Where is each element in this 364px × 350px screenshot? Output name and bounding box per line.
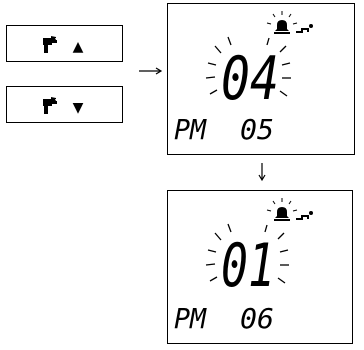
hour-down-button-graphic: ▼ — [43, 97, 84, 116]
right-arrow-icon — [139, 67, 163, 75]
faucet-icon — [43, 97, 57, 114]
hour-up-button[interactable]: ▲ — [6, 25, 123, 62]
blink-rays — [205, 223, 289, 284]
lcd-display-before-graphic: 04 PM 05 — [174, 11, 313, 146]
water-drop-icon — [296, 24, 313, 33]
alarm-bell-icon — [266, 11, 298, 34]
period-label: PM — [174, 113, 207, 146]
hour-digits: 01 — [221, 231, 275, 301]
hour-digits: 04 — [221, 44, 279, 114]
down-arrow-icon: ▼ — [73, 100, 84, 116]
faucet-icon — [43, 36, 57, 53]
hour-down-button[interactable]: ▼ — [6, 86, 123, 123]
period-label: PM — [174, 302, 207, 335]
lcd-display-after: 01 PM 06 — [167, 190, 353, 344]
blink-rays — [205, 36, 291, 97]
minute-digits: 06 — [240, 302, 274, 335]
lcd-display-before: 04 PM 05 — [167, 3, 355, 155]
lcd-display-after-graphic: 01 PM 06 — [174, 198, 313, 335]
down-arrow-connector-icon — [258, 163, 266, 182]
hour-up-button-graphic: ▲ — [43, 36, 84, 55]
minute-digits: 05 — [240, 113, 274, 146]
up-arrow-icon: ▲ — [73, 39, 84, 55]
water-drop-icon — [296, 211, 313, 220]
alarm-bell-icon — [266, 198, 298, 221]
